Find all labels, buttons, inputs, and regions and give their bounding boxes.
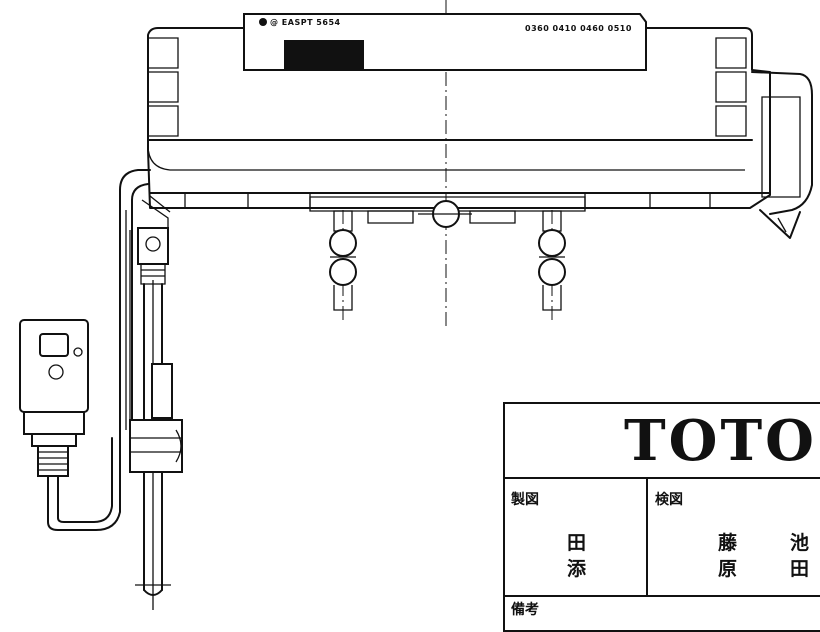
mounting-leg-right [539, 210, 565, 320]
side-housing [752, 72, 812, 238]
power-cord [48, 438, 120, 530]
signature-row: 製図 検図 田 添 藤 原 池 田 [505, 479, 820, 597]
mounting-bar [310, 197, 585, 227]
control-panel [244, 14, 646, 70]
remarks-label: 備考 [511, 602, 539, 618]
drawn-by-name-1: 田 [567, 532, 587, 554]
title-block: TOTO 製図 検図 田 添 藤 原 池 田 備考 [503, 402, 820, 632]
checked-by-name-2-b: 田 [790, 558, 810, 580]
supply-valve [120, 170, 170, 284]
model-text-left: @ EASPT 5654 [270, 18, 341, 27]
checked-by-name-2-a: 池 [790, 532, 810, 554]
brand-logo: TOTO [624, 408, 817, 474]
checked-by-label: 検図 [655, 492, 683, 508]
supply-hose [120, 190, 132, 438]
checked-by-name-1-a: 藤 [718, 532, 738, 554]
supply-pipe [130, 280, 182, 610]
mounting-leg-left [330, 210, 356, 320]
drawn-by-label: 製図 [511, 492, 539, 508]
main-unit [148, 28, 770, 208]
drawn-by-name-2: 添 [567, 558, 587, 580]
technical-drawing [0, 0, 820, 618]
power-plug [20, 320, 88, 476]
signature-divider [646, 479, 648, 595]
model-text-right: 0360 0410 0460 0510 [525, 24, 632, 33]
brand-row: TOTO [505, 404, 820, 479]
checked-by-name-1-b: 原 [718, 558, 738, 580]
